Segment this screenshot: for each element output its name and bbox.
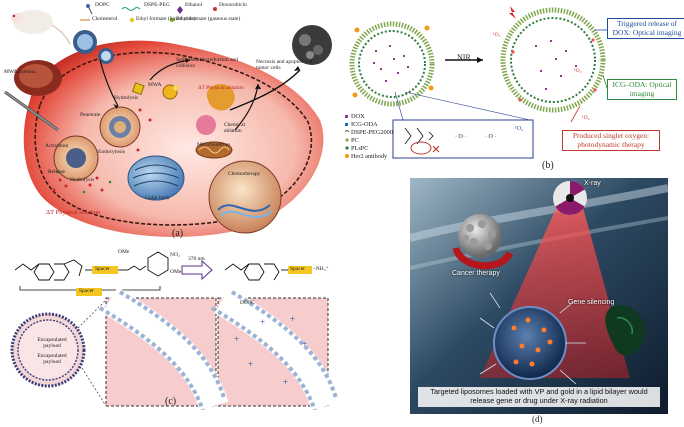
charge-plus-1: +	[260, 317, 266, 327]
nh3-label: –NH₃⁺	[313, 266, 329, 272]
physical-ablation-upper: ΔT Physical ablation	[198, 85, 244, 91]
legend-dopc: DOPC	[95, 2, 110, 8]
endocytosis-label: Endocytosis	[98, 149, 125, 155]
legend-b-dox: DOX	[351, 113, 365, 120]
legend-dspe-peg: DSPE-PEG	[144, 2, 170, 8]
note-icg-oda: ICG–ODA: Optical imaging	[607, 79, 677, 101]
uv-370-label: 370 nm	[188, 256, 205, 262]
ome-2-label: OMe	[170, 269, 182, 275]
legend-b-pc: PC	[351, 137, 359, 144]
panel-d-illustration	[410, 178, 668, 414]
legend-doxorubicin: Doxorubicin	[219, 2, 247, 8]
spacer-label-2: Spacer	[79, 288, 94, 294]
payload-label-1: Encapsulated payload	[37, 337, 67, 349]
legend-ethyl-gas: Ethyl formate (gaseous state)	[176, 16, 241, 22]
chemical-ablation-label: Chemical ablation	[224, 122, 246, 134]
self-assembly-label: Self assemble/reduction and collision	[176, 57, 239, 69]
penetrate-label: Penetrate	[80, 112, 101, 118]
singlet-oxygen-mark-1: ¹O₂	[493, 32, 501, 38]
release-label: Release	[48, 169, 66, 175]
singlet-oxygen-mark-2: ¹O₂	[574, 68, 582, 74]
nir-label: NIR	[457, 53, 471, 62]
payload-label-2: Encapsulated payload	[37, 353, 67, 365]
svg-text:¹O₂: ¹O₂	[515, 126, 523, 132]
necrosis-label: Necrosis and apoptosis of tumor cells	[256, 59, 313, 71]
panel-b-illustration: · O · · O · ¹O₂	[345, 6, 608, 159]
panel-c-illustration	[10, 251, 340, 410]
legend-ethanol: Ethanol	[185, 2, 203, 8]
hydrolysis-label: Hydrolysis	[70, 177, 95, 183]
mitochondrion-label: Mitochondrion	[197, 142, 230, 148]
xray-label: X-ray	[584, 180, 601, 187]
note-singlet-oxygen: Produced singlet oxygen: photodynamic th…	[562, 130, 660, 152]
panel-b-letter: (b)	[542, 160, 554, 171]
charge-plus-2: +	[290, 314, 296, 324]
legend-b-dspe-peg2000: DSPE-PEG2000	[351, 129, 393, 136]
mwa-antenna-label: MWA antenna	[4, 69, 36, 75]
activation-label: Activation	[45, 143, 69, 149]
legend-ethyl-liquid: Ethyl formate (liquid state)	[136, 16, 196, 22]
golgi-body-label: Golgi body	[145, 195, 170, 201]
legend-b-plspc: PLsPC	[351, 145, 369, 152]
charge-plus-6: +	[234, 334, 240, 344]
spacer-label-1: Spacer	[95, 266, 110, 272]
panel-a-illustration	[4, 4, 332, 237]
dopc-c-label: DOPC	[240, 300, 255, 306]
ome-1-label: OMe	[118, 249, 130, 255]
panel-d-letter: (d)	[532, 414, 543, 424]
charge-plus-4: +	[248, 359, 254, 369]
cancer-therapy-label: Cancer therapy	[452, 270, 500, 277]
panel-a-letter: (a)	[172, 228, 184, 239]
svg-text:· O ·: · O ·	[455, 134, 466, 140]
legend-b-her2: Her2 antibody	[351, 153, 388, 160]
spacer-label-3: Spacer	[290, 266, 305, 272]
chemotherapy-label: Chemotherapy	[228, 171, 261, 177]
hydrolysis-label-2: Hydrolysis	[114, 95, 139, 101]
panel-c-letter: (c)	[165, 396, 177, 407]
charge-plus-3: +	[302, 339, 308, 349]
physical-ablation-lower: ΔT Physical ablation	[46, 209, 101, 216]
legend-b-icg-oda: ICG-ODA	[351, 121, 378, 128]
no2-label: NO₂	[170, 252, 180, 258]
charge-plus-5: +	[283, 377, 289, 387]
legend-cholesterol: Cholesterol	[92, 16, 118, 22]
singlet-oxygen-mark-3: ¹O₂	[582, 115, 590, 121]
panel-d-caption: Targeted liposomes loaded with VP and go…	[418, 387, 660, 407]
mwa-label: MWA	[148, 82, 162, 88]
note-triggered-release: Triggered release of DOX: Optical imagin…	[607, 18, 684, 40]
svg-text:· O ·: · O ·	[485, 134, 496, 140]
gene-silencing-label: Gene silencing	[568, 299, 615, 306]
